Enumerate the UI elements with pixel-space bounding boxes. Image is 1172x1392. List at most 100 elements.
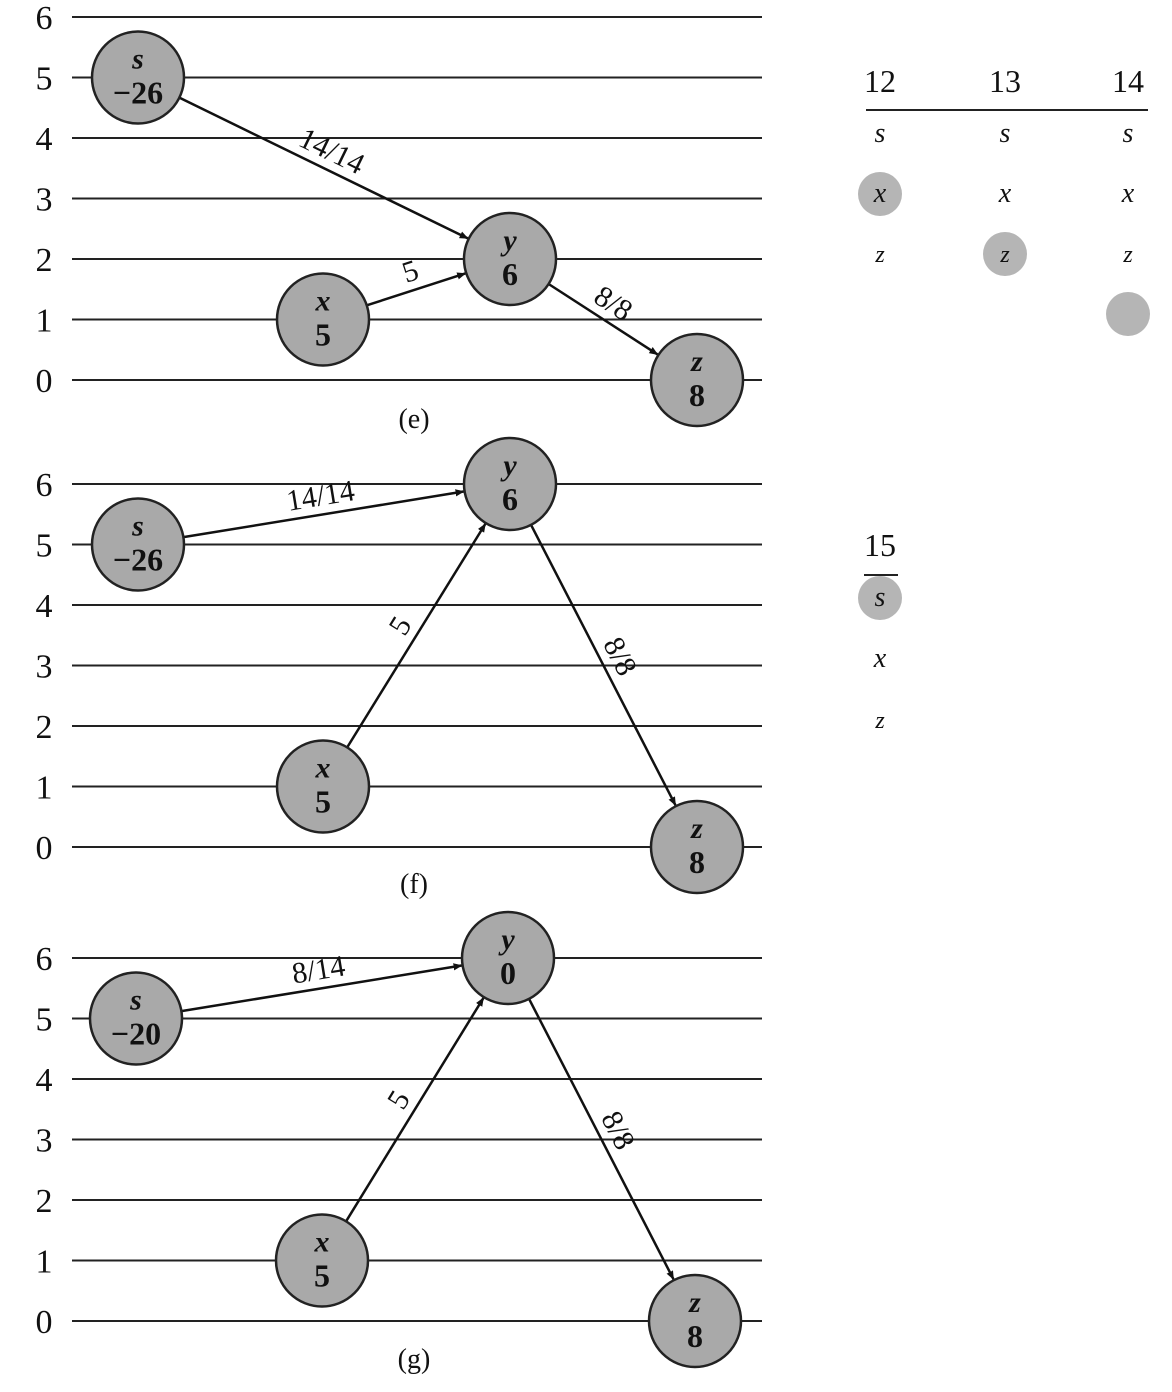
height-label: 3 [36,182,53,219]
node-excess: −20 [111,1016,161,1052]
node-s: s−20 [88,971,184,1066]
edge-s-y [178,96,469,240]
height-label: 6 [36,941,53,978]
neighbor-list-column: 12 sx z [858,63,902,268]
neighbor-list-column: 15 sx z [858,527,902,734]
height-label: 0 [36,363,53,400]
node-name: z [690,345,703,378]
node-name: s [131,510,144,543]
edge-y-z [547,282,659,356]
neighbor-list-item: x [998,178,1012,209]
edge-y-z [529,524,677,807]
height-label: 3 [36,649,53,686]
height-label: 1 [36,770,53,807]
node-y: y6 [462,436,558,532]
edge-y-z [527,998,675,1281]
edge-label: 5 [381,1085,417,1115]
node-name: x [315,285,331,318]
node-circle [274,1213,370,1308]
node-z: z8 [649,332,745,428]
neighbor-list-item: z [999,242,1010,268]
node-excess: 6 [502,481,518,517]
node-circle [275,739,371,834]
node-name: x [315,752,331,785]
edge-s-y [181,963,463,1013]
height-label: 6 [36,467,53,504]
node-circle [647,1273,743,1369]
height-label: 0 [36,1304,53,1341]
node-circle [460,910,556,1006]
height-label: 2 [36,1183,53,1220]
node-circle [649,799,745,895]
node-z: z8 [647,1273,743,1369]
height-label: 6 [36,0,53,37]
edge-s-y [183,489,465,539]
node-excess: 6 [502,256,518,292]
node-excess: 8 [689,377,705,413]
height-label: 1 [36,303,53,340]
height-label: 4 [36,588,53,625]
node-excess: 5 [314,1258,330,1294]
neighbor-list-item: s [875,582,886,613]
neighbor-list-item: z [1122,242,1133,268]
neighbor-list-item: x [873,178,887,209]
node-x: x5 [274,1213,370,1308]
neighbor-list-item: z [874,708,885,734]
height-label: 0 [36,830,53,867]
edge-label: 8/8 [594,1106,641,1155]
node-circle [462,436,558,532]
node-name: y [498,923,515,956]
edge-label: 8/8 [588,279,638,328]
node-name: y [500,224,517,257]
neighbor-list-item: x [873,643,887,674]
node-excess: 8 [687,1318,703,1354]
node-z: z8 [649,799,745,895]
height-label: 5 [36,528,53,565]
node-name: z [690,812,703,845]
neighbor-list-item: s [1000,118,1011,149]
current-pointer-highlight [983,232,1027,276]
neighbor-list-column: 13 sx z [983,63,1027,276]
current-pointer-highlight [858,576,902,620]
column-header: 14 [1112,63,1144,99]
node-excess: −26 [113,75,163,111]
current-pointer-highlight [858,172,902,216]
height-label: 3 [36,1123,53,1160]
node-circle [649,332,745,428]
neighbor-list-item: s [875,118,886,149]
node-name: z [688,1286,701,1319]
column-header: 15 [864,527,896,563]
height-label: 4 [36,121,53,158]
neighbor-list-item: s [1123,118,1134,149]
node-y: y6 [462,211,558,307]
edge-x-y [366,272,467,307]
node-x: x5 [275,272,371,367]
column-header: 12 [864,63,896,99]
node-excess: 0 [500,955,516,991]
edge-label: 5 [382,611,418,641]
node-y: y0 [460,910,556,1006]
edge-label: 8/8 [596,632,643,681]
height-label: 5 [36,1002,53,1039]
node-x: x5 [275,739,371,834]
node-circle [90,30,186,125]
node-excess: 5 [315,784,331,820]
node-excess: 5 [315,317,331,353]
neighbor-list-item: z [874,242,885,268]
height-label: 1 [36,1244,53,1281]
panel-caption: (f) [400,869,428,900]
node-circle [275,272,371,367]
neighbor-list-group: 15 sx z [858,527,902,734]
node-name: y [500,449,517,482]
panel-caption: (g) [398,1344,431,1375]
height-label: 5 [36,61,53,98]
height-label: 4 [36,1062,53,1099]
column-header: 13 [989,63,1021,99]
node-circle [462,211,558,307]
